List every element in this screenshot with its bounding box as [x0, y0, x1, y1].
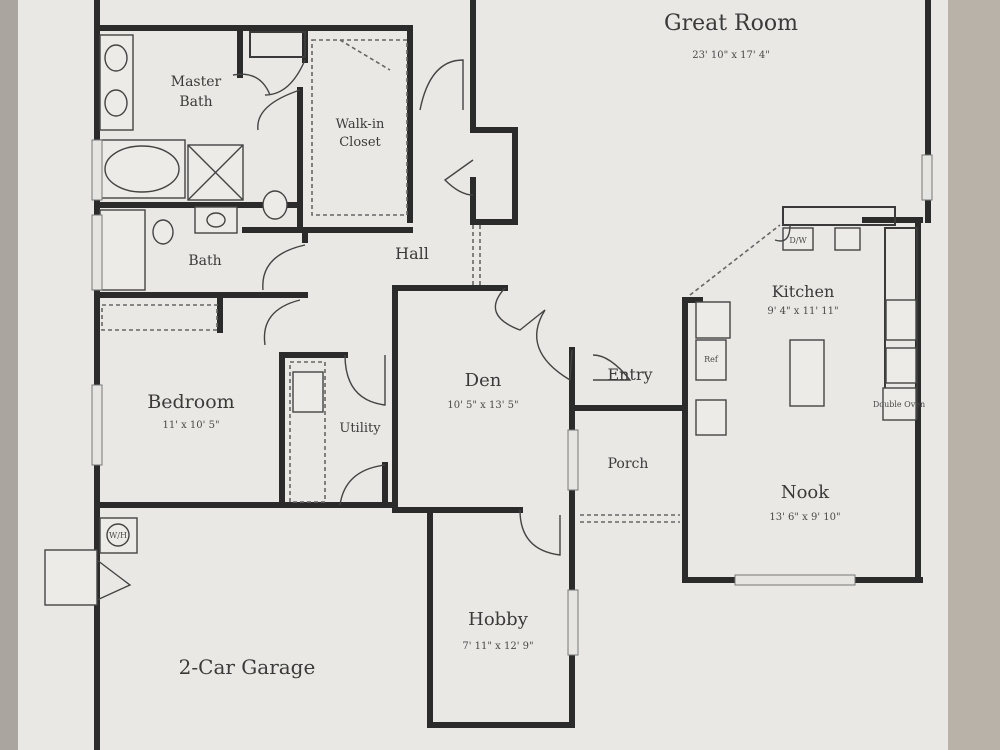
bedroom-label: Bedroom	[147, 391, 234, 413]
windows	[91, 139, 933, 656]
exterior-box	[44, 549, 98, 606]
sink-icon	[104, 89, 128, 117]
hobby-label: Hobby	[468, 609, 529, 630]
bathtub-icon	[99, 209, 146, 291]
utility-sink-icon	[292, 371, 324, 413]
nook-dims: 13' 6" x 9' 10"	[769, 512, 840, 523]
left-scenery-edge	[0, 0, 20, 750]
right-scenery-edge	[945, 0, 1000, 750]
fixtures	[44, 34, 917, 606]
hall-label: Hall	[395, 244, 429, 263]
refrigerator-label: Ref	[704, 355, 719, 364]
garage-label: 2-Car Garage	[179, 655, 316, 679]
door-swings	[96, 59, 791, 601]
master-bath-label: Master	[171, 74, 222, 90]
hobby-dims: 7' 11" x 12' 9"	[462, 641, 533, 652]
dishwasher-label: D/W	[789, 236, 807, 245]
toilet-icon	[262, 190, 288, 220]
kitchen-island	[789, 339, 825, 407]
utility-label: Utility	[339, 421, 381, 436]
water-heater-label: W/H	[109, 531, 127, 540]
bath-label: Bath	[188, 253, 221, 269]
bedroom-dims: 11' x 10' 5"	[162, 420, 219, 431]
double-oven-label: Double Oven	[873, 400, 925, 409]
master-bath-label: Bath	[179, 94, 212, 110]
sink-icon	[104, 44, 128, 72]
great-room-dims: 23' 10" x 17' 4"	[692, 50, 770, 61]
walk-in-closet-label: Walk-in	[336, 117, 385, 132]
porch-label: Porch	[608, 456, 649, 472]
kitchen-dims: 9' 4" x 11' 11"	[767, 306, 838, 317]
walk-in-closet-label: Closet	[339, 135, 381, 150]
great-room-label: Great Room	[664, 11, 798, 36]
kitchen-label: Kitchen	[772, 282, 835, 301]
den-label: Den	[465, 370, 502, 391]
nook-label: Nook	[781, 482, 830, 503]
den-dims: 10' 5" x 13' 5"	[447, 400, 518, 411]
entry-label: Entry	[607, 365, 652, 384]
walls	[94, 0, 931, 750]
toilet-icon	[152, 219, 174, 245]
